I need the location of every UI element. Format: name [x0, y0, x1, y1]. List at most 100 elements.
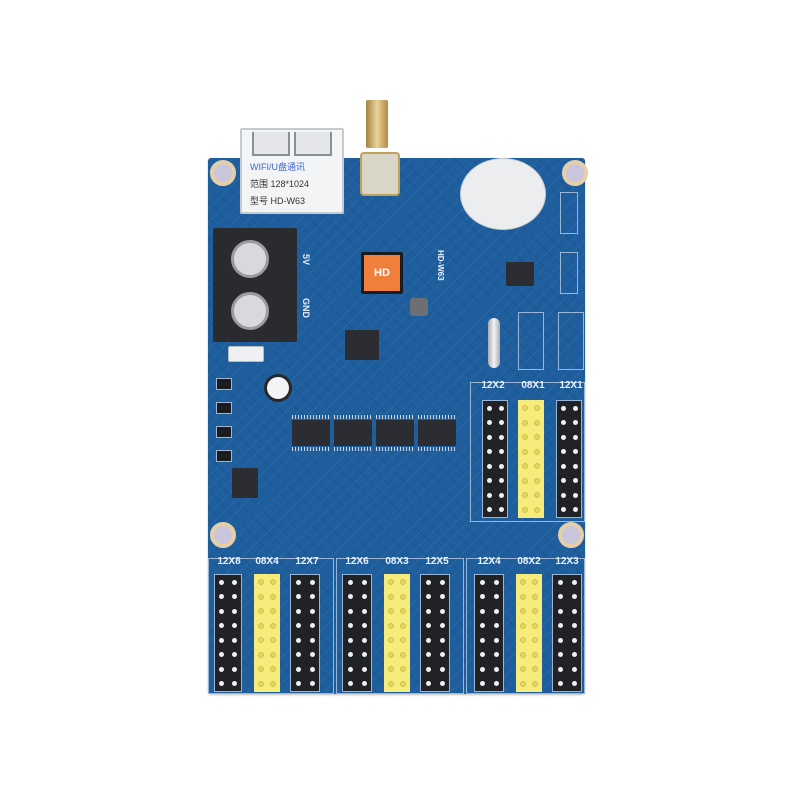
pin-row	[517, 662, 541, 677]
pin-header-12x7	[290, 574, 320, 692]
pin-row	[215, 590, 241, 605]
pin-row	[255, 662, 279, 677]
pin-row	[215, 648, 241, 663]
header-label: 12X3	[555, 556, 579, 567]
buzzer	[460, 158, 546, 230]
header-label: 12X6	[345, 556, 369, 567]
pin-row	[343, 677, 371, 692]
pin	[258, 593, 264, 600]
pin-row	[517, 633, 541, 648]
pin-row	[475, 677, 503, 692]
pin-header-12x5	[420, 574, 450, 692]
pin-row	[475, 619, 503, 634]
pin-row	[291, 619, 319, 634]
pin-row	[421, 575, 449, 590]
pin-row	[255, 604, 279, 619]
pin-row	[385, 648, 409, 663]
pin	[439, 652, 445, 658]
usb-label-line1: WIFI/U盘通讯	[250, 162, 305, 172]
pin	[400, 680, 406, 687]
pin	[479, 681, 485, 687]
pin	[258, 622, 264, 629]
pin	[295, 652, 301, 658]
pin-row	[255, 590, 279, 605]
pin	[560, 434, 566, 440]
power-terminal-block	[213, 228, 297, 342]
pin	[479, 637, 485, 643]
mounting-hole-bottom-left	[210, 522, 236, 548]
pin	[425, 666, 431, 672]
pin-row	[343, 575, 371, 590]
usb-label-line2: 范围 128*1024	[250, 179, 310, 189]
pin-header-3pin-a	[560, 192, 578, 234]
pin-row	[517, 619, 541, 634]
pin	[425, 579, 431, 585]
pin	[520, 680, 526, 687]
pin	[520, 608, 526, 615]
pin	[532, 593, 538, 600]
pin	[520, 622, 526, 629]
pin	[232, 608, 237, 614]
pin-row	[553, 662, 581, 677]
pin	[557, 666, 563, 672]
pin	[520, 579, 526, 586]
pin	[219, 623, 224, 629]
pin-row	[483, 416, 507, 431]
pin	[400, 622, 406, 629]
pin	[560, 507, 566, 513]
pin	[532, 622, 538, 629]
pin-row	[517, 604, 541, 619]
pin	[270, 637, 276, 644]
pin	[439, 608, 445, 614]
pin-row	[385, 575, 409, 590]
pin	[498, 405, 504, 411]
pin	[498, 463, 504, 469]
pin	[219, 666, 224, 672]
pin	[560, 463, 566, 469]
usb-socket-left	[252, 132, 290, 156]
pin	[309, 652, 315, 658]
pin	[309, 666, 315, 672]
pin-row	[519, 401, 543, 416]
pin	[571, 666, 577, 672]
jumper-3	[216, 426, 232, 438]
header-group-bottom-right	[466, 558, 585, 694]
pin-header-08x4	[254, 574, 280, 692]
pin-row	[517, 648, 541, 663]
pin	[219, 594, 224, 600]
pin-header-08x3	[384, 574, 410, 692]
header-group-bottom-left	[208, 558, 334, 694]
pin-row	[255, 619, 279, 634]
pin	[560, 449, 566, 455]
pin	[232, 579, 237, 585]
pin	[557, 681, 563, 687]
pin-row	[475, 590, 503, 605]
pin	[520, 651, 526, 658]
pin	[522, 506, 528, 513]
pin	[571, 652, 577, 658]
pin-row	[215, 662, 241, 677]
header-label: 12X4	[477, 556, 501, 567]
pin	[557, 594, 563, 600]
pin	[361, 652, 367, 658]
pin	[361, 637, 367, 643]
pin	[534, 506, 540, 513]
mounting-hole-top-left	[210, 160, 236, 186]
pin	[347, 579, 353, 585]
pin	[479, 652, 485, 658]
driver-ic-3	[376, 415, 414, 451]
pin	[347, 594, 353, 600]
pin	[572, 507, 578, 513]
pin-row	[421, 633, 449, 648]
pin	[486, 405, 492, 411]
pin	[309, 594, 315, 600]
pin	[258, 651, 264, 658]
pin-header-3pin-d	[558, 312, 584, 370]
pin-row	[519, 416, 543, 431]
pin-row	[385, 677, 409, 692]
reset-button	[228, 346, 264, 362]
usb-port: WIFI/U盘通讯 范围 128*1024 型号 HD-W63	[240, 128, 344, 214]
pin	[347, 608, 353, 614]
pin	[486, 478, 492, 484]
screw-icon	[231, 292, 269, 330]
